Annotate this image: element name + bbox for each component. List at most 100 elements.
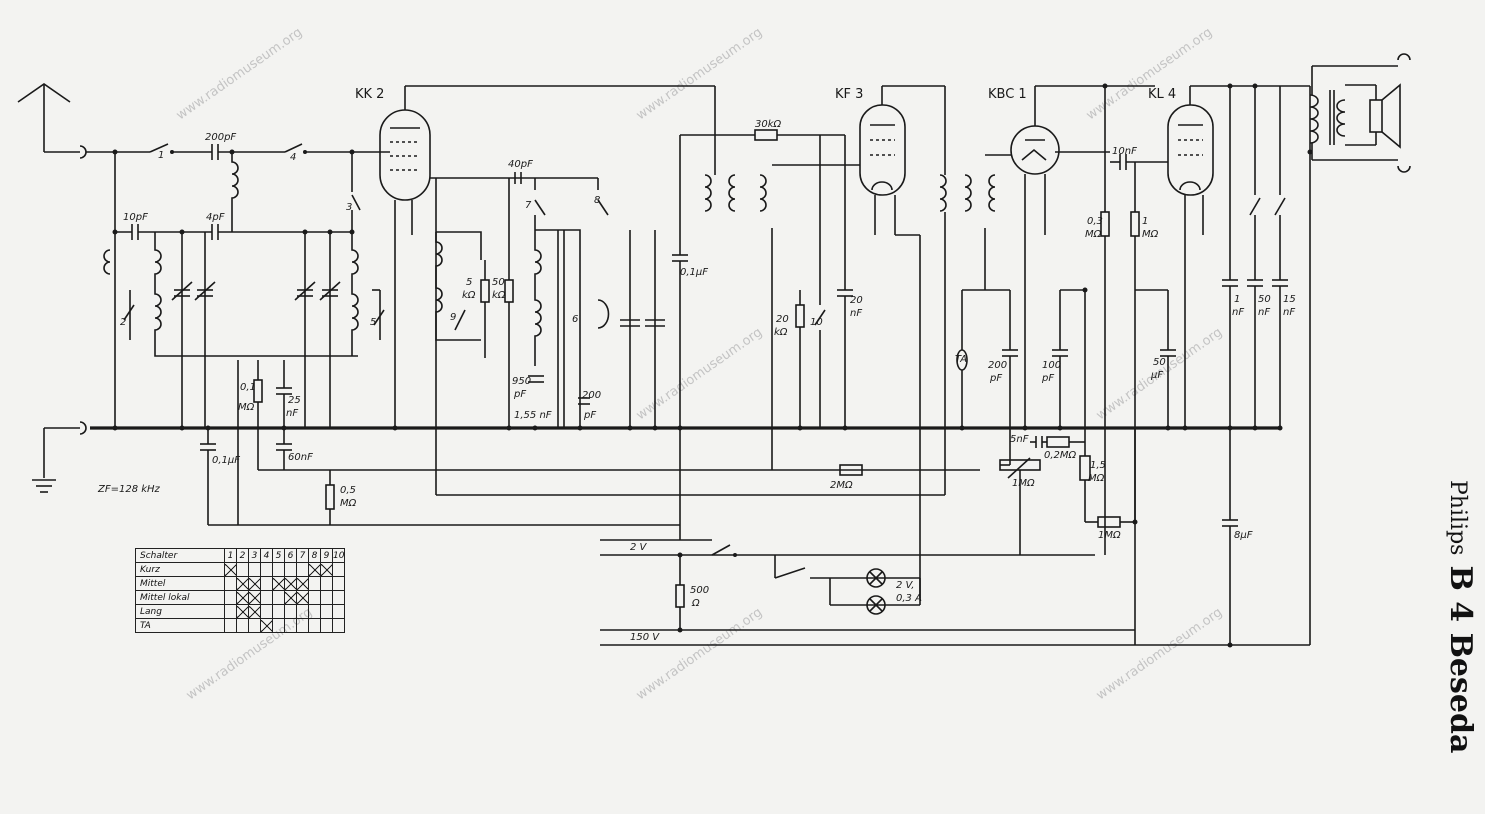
switch-open-cell (320, 590, 333, 605)
switch-column-5: 5 (272, 548, 285, 563)
svg-text:nF: nF (1258, 307, 1270, 318)
svg-text:6: 6 (572, 314, 578, 325)
switch-open-cell (236, 562, 249, 577)
tube-kl4 (1110, 85, 1311, 645)
switch-table-row: Lang (135, 604, 346, 619)
svg-text:60nF: 60nF (288, 452, 313, 463)
svg-text:40pF: 40pF (508, 159, 533, 170)
svg-text:9: 9 (450, 312, 456, 323)
switch-row-label: Mittel lokal (135, 590, 225, 605)
switch-open-cell (308, 590, 321, 605)
svg-text:50: 50 (492, 277, 505, 288)
switch-row-label: Lang (135, 604, 225, 619)
switch-open-cell (296, 604, 309, 619)
switch-closed-mark (296, 590, 309, 605)
switch-closed-mark (308, 562, 321, 577)
switch-table-row: Mittel (135, 576, 346, 591)
switch-open-cell (331, 576, 346, 591)
switch-closed-mark (260, 618, 273, 633)
switch-open-cell (248, 562, 261, 577)
svg-text:10: 10 (810, 317, 823, 328)
svg-text:8: 8 (594, 195, 600, 206)
switch-open-cell (272, 590, 285, 605)
switch-open-cell (224, 604, 237, 619)
switch-open-cell (260, 562, 273, 577)
tube-kk2 (379, 85, 716, 495)
svg-text:1MΩ: 1MΩ (1012, 478, 1035, 489)
switch-closed-mark (296, 576, 309, 591)
switch-column-7: 7 (296, 548, 309, 563)
switch-row-label: Kurz (135, 562, 225, 577)
switch-row-label: Mittel (135, 576, 225, 591)
svg-text:150 V: 150 V (630, 632, 660, 643)
svg-text:μF: μF (1150, 370, 1163, 381)
switch-open-cell (236, 618, 249, 633)
svg-text:1,5: 1,5 (1090, 460, 1106, 471)
svg-text:MΩ: MΩ (1088, 473, 1105, 484)
svg-text:2 V: 2 V (630, 542, 648, 553)
svg-text:1: 1 (1142, 216, 1148, 227)
switch-open-cell (224, 618, 237, 633)
svg-text:1: 1 (1234, 294, 1240, 305)
svg-text:www.radiomuseum.org: www.radiomuseum.org (1094, 605, 1225, 703)
svg-text:0,1: 0,1 (240, 382, 256, 393)
page-title: PhilipsB 4 Beseda (1438, 480, 1478, 753)
svg-text:MΩ: MΩ (238, 402, 255, 413)
switch-open-cell (308, 604, 321, 619)
svg-text:www.radiomuseum.org: www.radiomuseum.org (634, 605, 765, 703)
svg-text:Ω: Ω (691, 598, 700, 609)
svg-text:nF: nF (286, 408, 298, 419)
switch-column-9: 9 (320, 548, 333, 563)
svg-text:0,3 A: 0,3 A (896, 593, 922, 604)
oscillator-section (435, 172, 665, 430)
svg-text:kΩ: kΩ (774, 327, 788, 338)
switch-closed-mark (248, 590, 261, 605)
svg-text:5: 5 (466, 277, 472, 288)
switch-open-cell (320, 604, 333, 619)
svg-text:15: 15 (1283, 294, 1296, 305)
svg-text:2 V,: 2 V, (896, 580, 914, 591)
switch-row-label: TA (135, 618, 225, 633)
switch-closed-mark (284, 576, 297, 591)
svg-text:200: 200 (988, 360, 1007, 371)
switch-open-cell (308, 576, 321, 591)
svg-text:950: 950 (512, 376, 531, 387)
svg-text:MΩ: MΩ (1142, 229, 1159, 240)
antenna-symbol (17, 83, 87, 159)
svg-text:0,3: 0,3 (1087, 216, 1103, 227)
switch-open-cell (272, 604, 285, 619)
switch-open-cell (260, 576, 273, 591)
switch-closed-mark (320, 562, 333, 577)
switch-open-cell (331, 590, 346, 605)
ground-symbol (32, 421, 87, 493)
svg-text:nF: nF (850, 308, 862, 319)
svg-text:kΩ: kΩ (462, 290, 476, 301)
switch-open-cell (248, 618, 261, 633)
switch-open-cell (260, 590, 273, 605)
svg-text:1,55 nF: 1,55 nF (514, 410, 552, 421)
switch-open-cell (320, 576, 333, 591)
tube-label-kl4: KL 4 (1148, 87, 1176, 102)
svg-text:2MΩ: 2MΩ (830, 480, 853, 491)
svg-text:5nF: 5nF (1010, 434, 1029, 445)
svg-text:30kΩ: 30kΩ (755, 119, 782, 130)
switch-open-cell (320, 618, 333, 633)
svg-text:10pF: 10pF (123, 212, 148, 223)
switch-open-cell (296, 618, 309, 633)
svg-text:3: 3 (346, 202, 352, 213)
switch-open-cell (284, 604, 297, 619)
switch-table-header-label: Schalter (135, 548, 225, 563)
switch-open-cell (296, 562, 309, 577)
tube-label-kbc1: KBC 1 (988, 87, 1027, 102)
zf-label: ZF=128 kHz (97, 484, 161, 495)
svg-text:www.radiomuseum.org: www.radiomuseum.org (634, 25, 765, 123)
tube-label-kf3: KF 3 (835, 87, 863, 102)
switch-open-cell (331, 604, 346, 619)
svg-text:20: 20 (776, 314, 789, 325)
switch-open-cell (260, 604, 273, 619)
switch-column-4: 4 (260, 548, 273, 563)
switch-closed-mark (248, 576, 261, 591)
svg-text:TA: TA (955, 354, 967, 365)
svg-text:100: 100 (1042, 360, 1061, 371)
